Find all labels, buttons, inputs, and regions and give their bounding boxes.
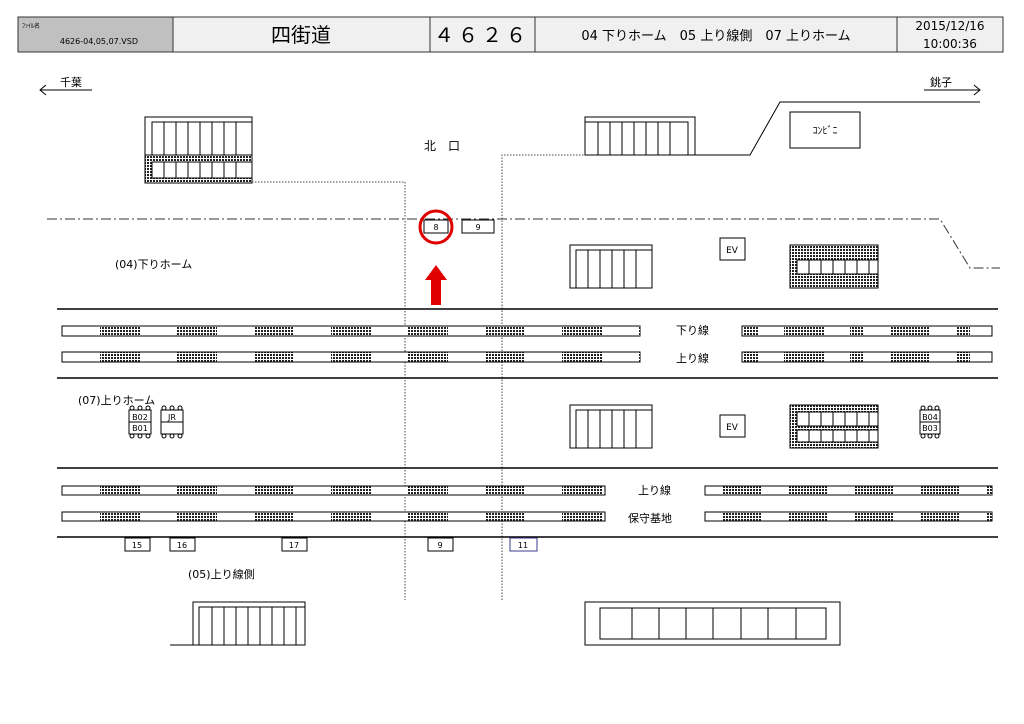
booth-b02-b01 <box>128 405 152 439</box>
platform-05-label: (05)上り線側 <box>188 567 255 581</box>
booth-b04-b03 <box>919 405 941 439</box>
elevator-07 <box>719 414 746 438</box>
stairs-top-right <box>584 116 696 156</box>
marker-11 <box>509 537 538 552</box>
marker-15-label: 15 <box>132 541 142 550</box>
highlight-circle <box>418 209 454 245</box>
north-exit-label: 北 口 <box>424 139 460 153</box>
track-up-lower-label: 上り線 <box>638 483 671 497</box>
booth-b01: B01 <box>132 424 148 433</box>
elevator-07-label: EV <box>726 423 739 433</box>
track-down-label: 下り線 <box>676 323 709 337</box>
platform-edges <box>57 308 998 538</box>
track-maintenance <box>61 511 993 522</box>
direction-left-label: 千葉 <box>60 75 82 89</box>
konbini-label: ｺﾝﾋﾞﾆ <box>813 125 838 137</box>
marker-16 <box>169 537 196 552</box>
highlight-arrow-icon <box>425 265 447 305</box>
stairs-platform-07 <box>569 404 653 449</box>
file-label: ﾌｧｲﾙ名 <box>22 22 40 30</box>
maintenance-label: 保守基地 <box>628 511 672 525</box>
booth-b03: B03 <box>922 424 938 433</box>
marker-17-label: 17 <box>289 541 299 550</box>
station-name: 四街道 <box>271 23 331 47</box>
boundary-line <box>47 218 1000 269</box>
passage-outline <box>252 154 585 600</box>
booth-b04: B04 <box>922 413 938 422</box>
marker-15 <box>124 537 151 552</box>
direction-left: 千葉 <box>39 75 92 96</box>
platform-07-label: (07)上りホーム <box>78 394 155 407</box>
marker-9-bottom <box>427 537 454 552</box>
konbini-box <box>789 111 861 149</box>
stairs-platform-04 <box>569 244 653 289</box>
track-up-label: 上り線 <box>676 351 709 365</box>
booth-b02: B02 <box>132 413 148 422</box>
booth-jr-label: JR <box>167 413 176 422</box>
file-name: 4626-04,05,07.VSD <box>60 37 138 46</box>
marker-16-label: 16 <box>177 541 187 550</box>
direction-right-label: 銚子 <box>930 75 952 89</box>
header-bar: ﾌｧｲﾙ名 4626-04,05,07.VSD 四街道 ４６２６ 04 下りホー… <box>17 16 1004 53</box>
platform-04-label: (04)下りホーム <box>115 258 192 271</box>
elevator-04 <box>719 237 746 261</box>
time: 10:00:36 <box>923 37 977 51</box>
marker-8 <box>423 219 449 234</box>
escalator-platform-04 <box>789 244 879 289</box>
station-code: ４６２６ <box>434 23 530 47</box>
track-up-lower <box>61 485 993 496</box>
stairs-bottom-right <box>584 601 841 646</box>
station-building-outline <box>695 101 980 156</box>
platform-list: 04 下りホーム 05 上り線側 07 上りホーム <box>581 28 850 44</box>
marker-9 <box>461 219 495 234</box>
marker-8-label: 8 <box>433 223 438 232</box>
stairs-bottom-left <box>170 601 306 646</box>
escalator-platform-07 <box>789 404 879 449</box>
elevator-04-label: EV <box>726 246 739 256</box>
marker-9-bottom-label: 9 <box>437 541 442 550</box>
date: 2015/12/16 <box>915 19 984 33</box>
track-down <box>61 325 993 337</box>
marker-11-label: 11 <box>518 541 528 550</box>
direction-right: 銚子 <box>924 75 981 96</box>
track-up <box>61 351 993 363</box>
marker-17 <box>281 537 308 552</box>
booth-jr <box>160 405 184 439</box>
stairs-top-left <box>144 116 253 184</box>
marker-9-label: 9 <box>475 223 480 232</box>
